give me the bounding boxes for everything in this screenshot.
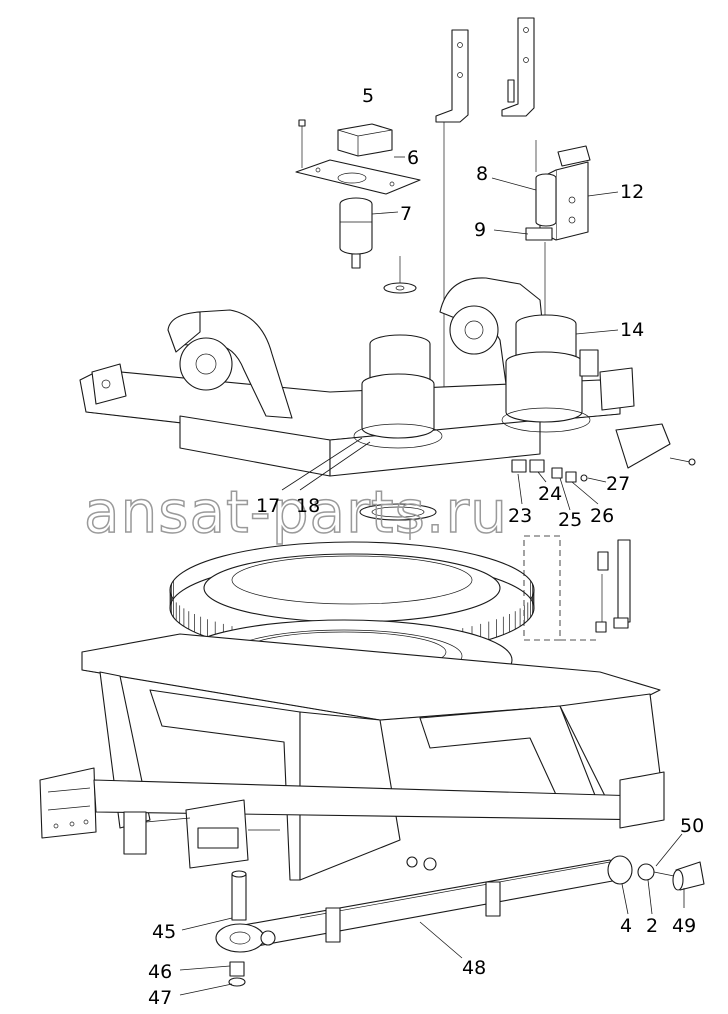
callout-47: 47: [148, 987, 172, 1009]
vertical-bracket-right: [501, 17, 535, 117]
callout-4: 4: [620, 915, 632, 937]
callout-25: 25: [558, 509, 582, 531]
callout-49: 49: [672, 915, 696, 937]
lower-bracket-assembly: [123, 799, 437, 871]
bolt-detail-box: [523, 535, 631, 641]
vertical-bracket-left: [435, 29, 469, 395]
block-part-5: [298, 119, 393, 168]
callout-8: 8: [476, 163, 488, 185]
callout-46: 46: [148, 961, 172, 983]
callout-12: 12: [620, 181, 644, 203]
nut-part-46-47: [228, 961, 246, 987]
leader-lines: [179, 156, 685, 996]
cylinder-left: [353, 334, 443, 449]
bracket-part-9: [525, 227, 553, 320]
callout-23: 23: [508, 505, 532, 527]
callout-7: 7: [400, 203, 412, 225]
callout-18: 18: [296, 495, 320, 517]
callout-9: 9: [474, 219, 486, 241]
watermark-text: ansat-parts.ru: [84, 478, 508, 546]
cylinder-part-14: [501, 314, 599, 433]
valve-stem-part-8: [535, 140, 557, 227]
callout-6: 6: [407, 147, 419, 169]
solenoid-part-7: [339, 197, 373, 269]
callout-24: 24: [538, 483, 562, 505]
seal-ring: [359, 503, 437, 540]
cylinder-end-parts: [607, 855, 705, 891]
hydraulic-cylinder-part-48: [215, 859, 619, 953]
callout-45: 45: [152, 921, 176, 943]
fitting-disc: [383, 256, 417, 294]
callout-2: 2: [646, 915, 658, 937]
callout-26: 26: [590, 505, 614, 527]
callout-27: 27: [606, 473, 630, 495]
callout-labels: 5 6 7 8 9 12 14 17 18 23 24 25 26 27 45 …: [148, 85, 704, 1009]
pin-part-45: [231, 870, 247, 921]
clamp-group: [511, 459, 588, 483]
upper-frame: [79, 277, 635, 477]
side-bracket-part-27: [615, 423, 696, 469]
callout-17: 17: [256, 495, 280, 517]
callout-50: 50: [680, 815, 704, 837]
callout-14: 14: [620, 319, 644, 341]
callout-5: 5: [362, 85, 374, 107]
callout-48: 48: [462, 957, 486, 979]
plate-part-6: [295, 159, 421, 195]
